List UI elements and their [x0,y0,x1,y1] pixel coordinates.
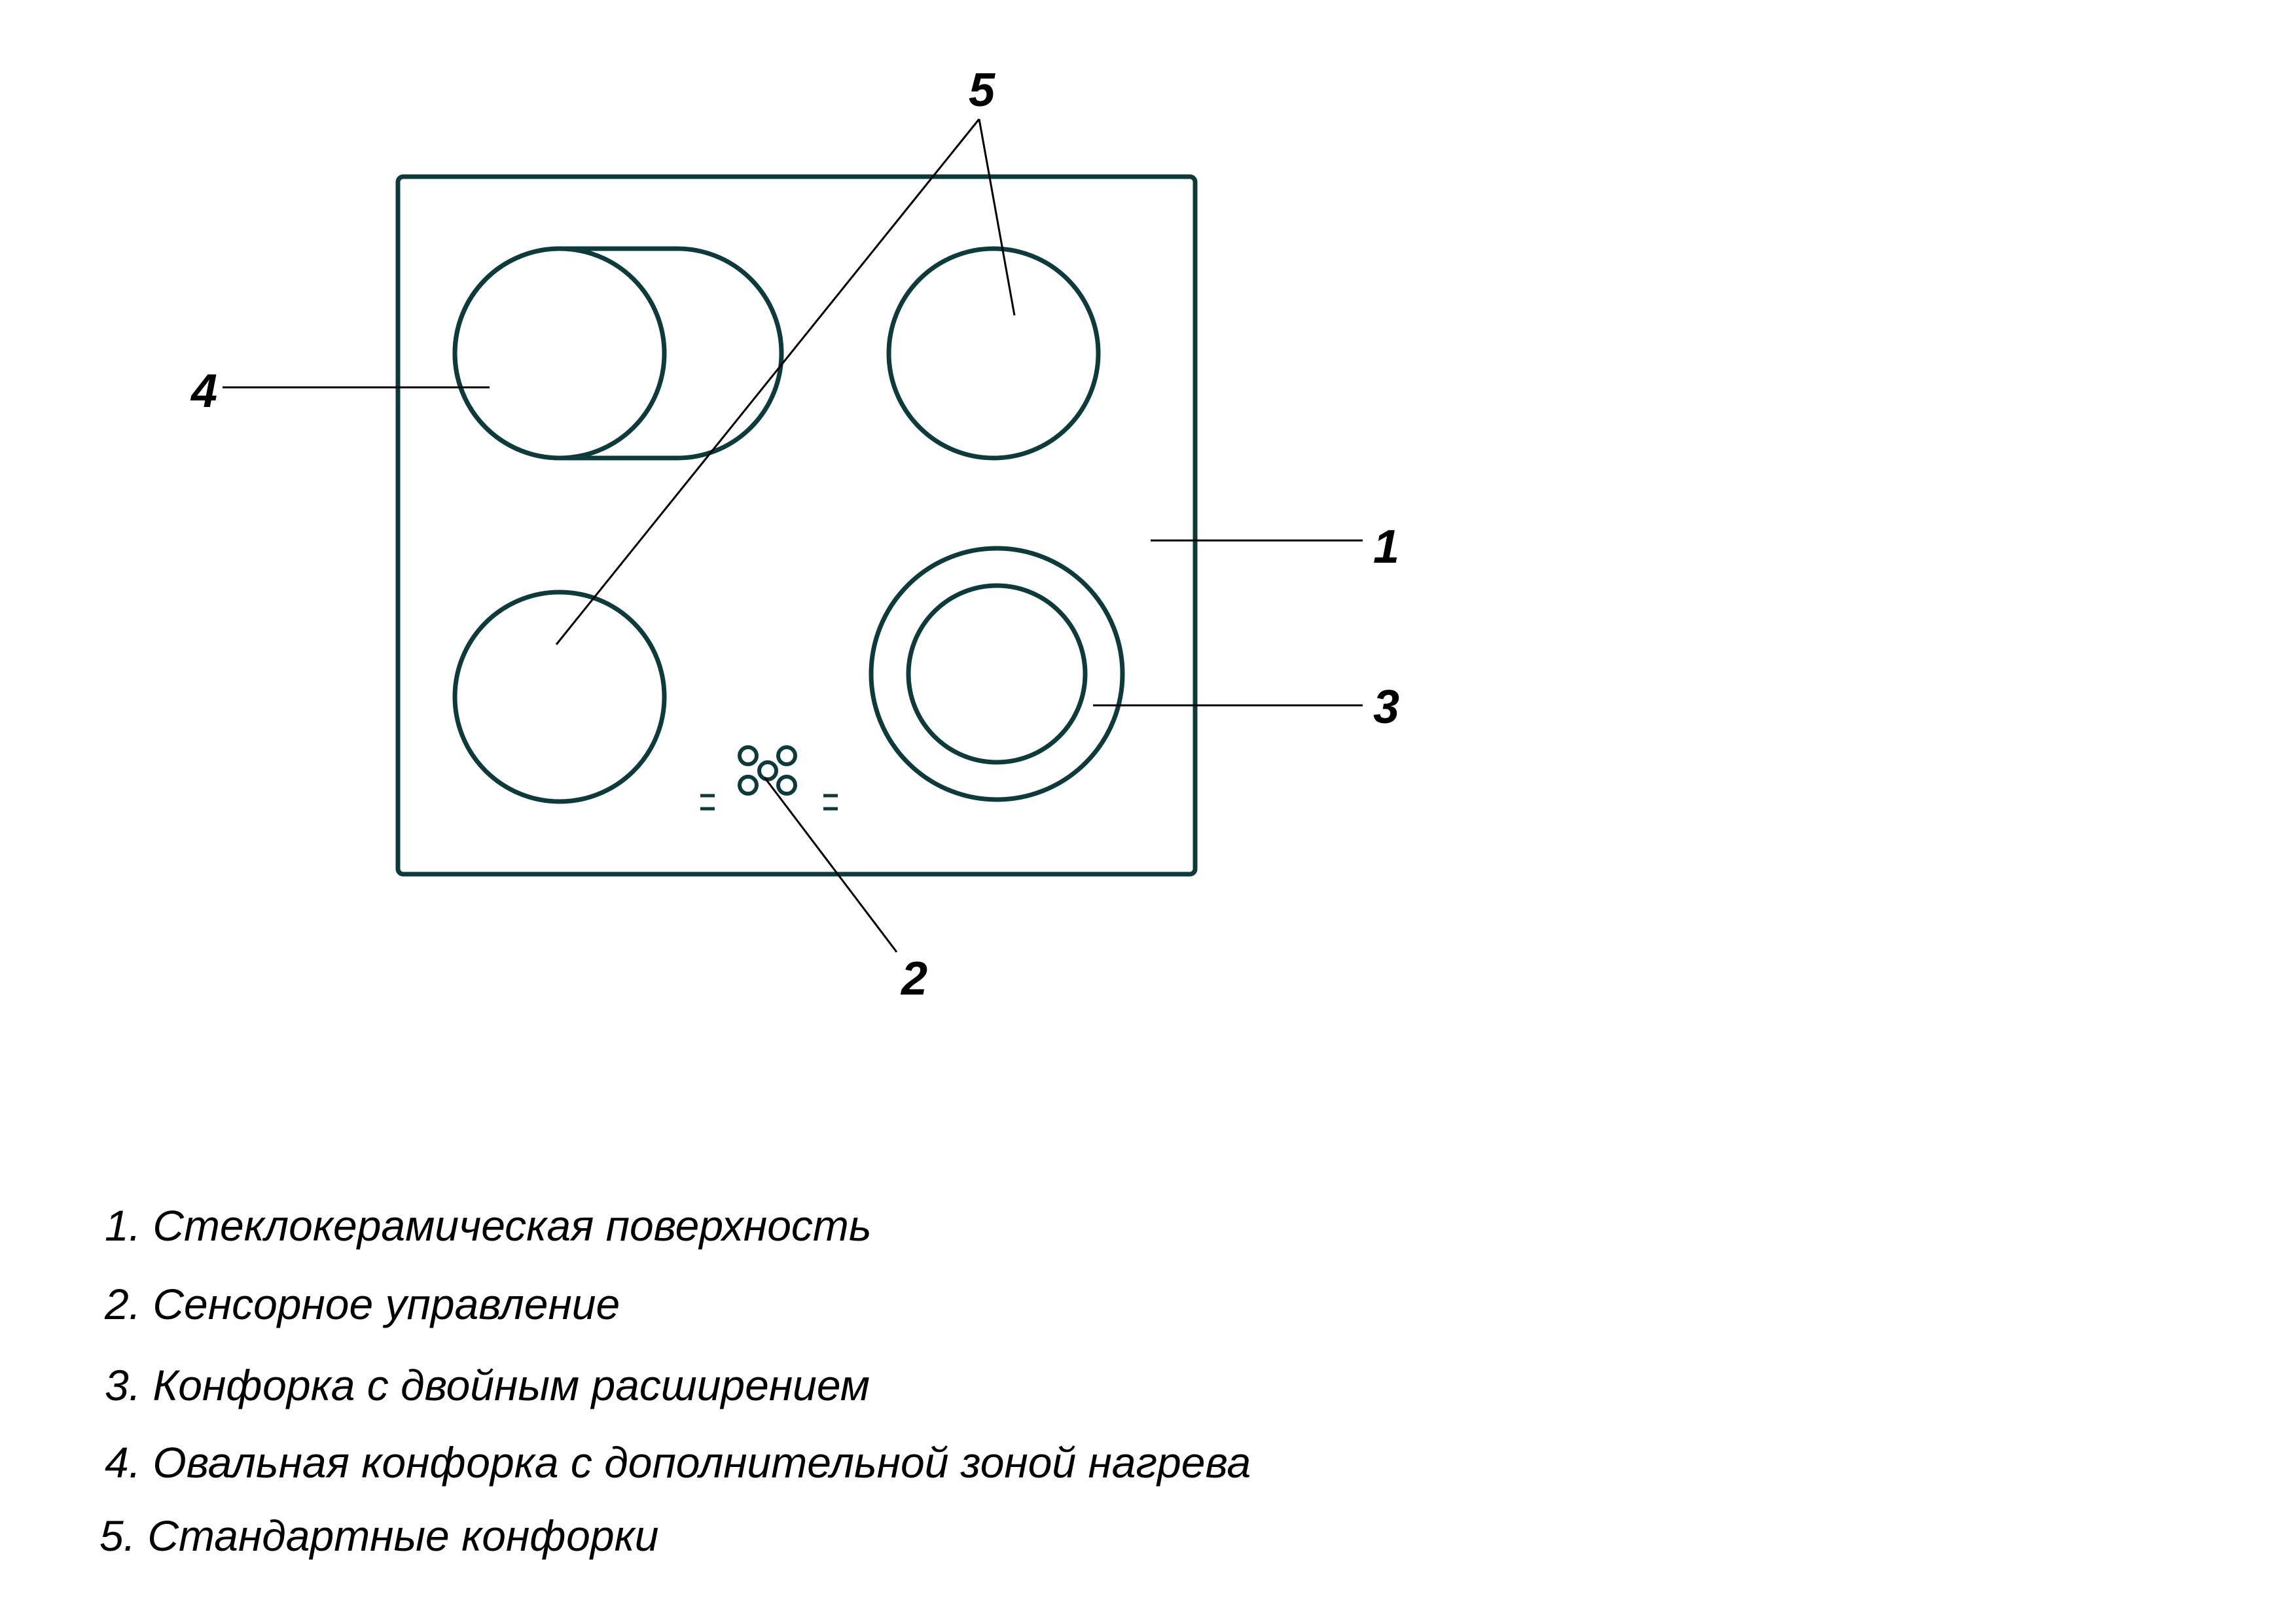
touch-key-bottom-left [738,775,759,796]
minus-plus-icon [823,794,838,811]
double-burner-outer-ring [869,546,1125,802]
touch-key-top-left [738,745,759,766]
legend-item-2: 2. Сенсорное управление [105,1280,620,1328]
legend-item-5: 5. Стандартные конфорки [99,1511,659,1560]
leader-line-5b [555,118,980,645]
touch-key-bottom-right [776,775,797,796]
standard-burner-bottom-left [452,590,667,804]
touch-control [738,745,797,796]
standard-burner-top-right [886,246,1101,461]
leader-line-2 [763,777,898,953]
leader-line-5a [978,118,1016,316]
touch-key-center [757,760,778,781]
callout-3: 3 [1373,681,1399,733]
oval-burner-inner-zone [452,246,667,461]
touch-key-top-right [776,745,797,766]
callout-5: 5 [969,64,996,116]
legend-item-4: 4. Овальная конфорка с дополнительной зо… [105,1438,1251,1487]
minus-plus-icon [700,794,715,811]
glass-ceramic-surface [395,174,1198,877]
callout-4: 4 [190,365,217,417]
callout-2: 2 [900,953,927,1005]
legend-item-3: 3. Конфорка с двойным расширением [105,1361,870,1409]
callout-1: 1 [1373,521,1399,573]
legend-item-1: 1. Стеклокерамическая поверхность [105,1201,872,1250]
legend: 1. Стеклокерамическая поверхность 2. Сен… [99,1201,1251,1557]
double-burner-inner-ring [906,583,1088,765]
